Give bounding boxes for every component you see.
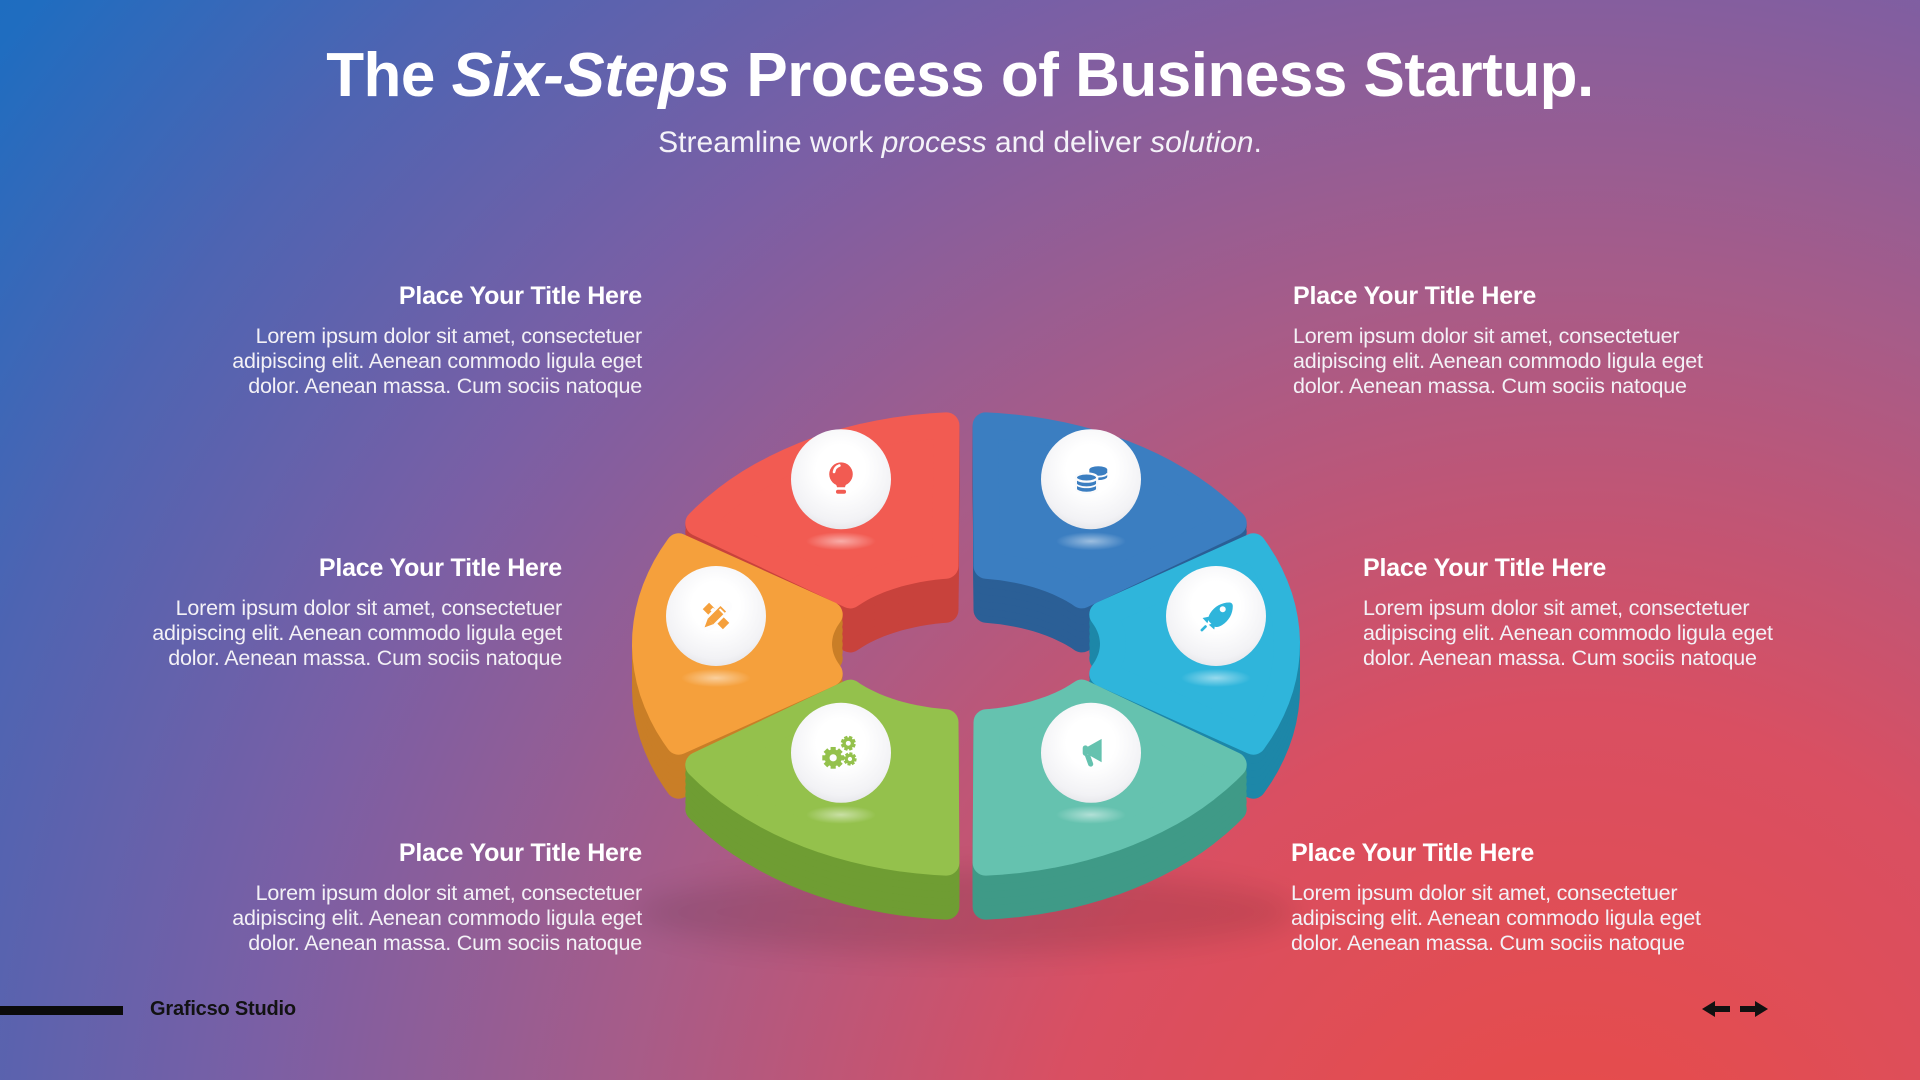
page-title: The Six-Steps Process of Business Startu…: [326, 41, 1594, 110]
block-body: Lorem ipsum dolor sit amet, consectetuer…: [1293, 324, 1703, 398]
block-body: Lorem ipsum dolor sit amet, consectetuer…: [232, 324, 642, 398]
slide-navigation: [1702, 999, 1772, 1019]
block-title: Place Your Title Here: [318, 554, 562, 582]
text-block-top-left: Place Your Title Here Lorem ipsum dolor …: [142, 282, 642, 399]
block-title: Place Your Title Here: [1363, 554, 1607, 582]
text-block-bottom-right: Place Your Title Here Lorem ipsum dolor …: [1291, 839, 1791, 956]
block-title: Place Your Title Here: [398, 839, 642, 867]
block-body: Lorem ipsum dolor sit amet, consectetuer…: [152, 596, 562, 670]
text-block-top-right: Place Your Title Here Lorem ipsum dolor …: [1293, 282, 1793, 399]
block-title: Place Your Title Here: [398, 282, 642, 310]
text-block-bottom-left: Place Your Title Here Lorem ipsum dolor …: [142, 839, 642, 956]
megaphone-icon: [1082, 738, 1102, 767]
block-title: Place Your Title Here: [1291, 839, 1535, 867]
footer-divider-line: [0, 1006, 123, 1015]
gears-icon: [822, 735, 857, 769]
left-arrow-icon[interactable]: [1702, 1001, 1730, 1017]
block-body: Lorem ipsum dolor sit amet, consectetuer…: [1291, 881, 1701, 955]
coins-icon: [1074, 466, 1109, 494]
block-body: Lorem ipsum dolor sit amet, consectetuer…: [232, 881, 642, 955]
page-subtitle: Streamline work process and deliver solu…: [658, 126, 1262, 159]
text-block-middle-right: Place Your Title Here Lorem ipsum dolor …: [1363, 554, 1863, 671]
pencil-ruler-icon: [701, 600, 732, 631]
text-block-middle-left: Place Your Title Here Lorem ipsum dolor …: [62, 554, 562, 671]
brand-label: Graficso Studio: [150, 998, 296, 1020]
right-arrow-icon[interactable]: [1740, 1001, 1768, 1017]
lightbulb-icon: [829, 462, 853, 494]
rocket-icon: [1200, 602, 1233, 632]
block-title: Place Your Title Here: [1293, 282, 1537, 310]
block-body: Lorem ipsum dolor sit amet, consectetuer…: [1363, 596, 1773, 670]
